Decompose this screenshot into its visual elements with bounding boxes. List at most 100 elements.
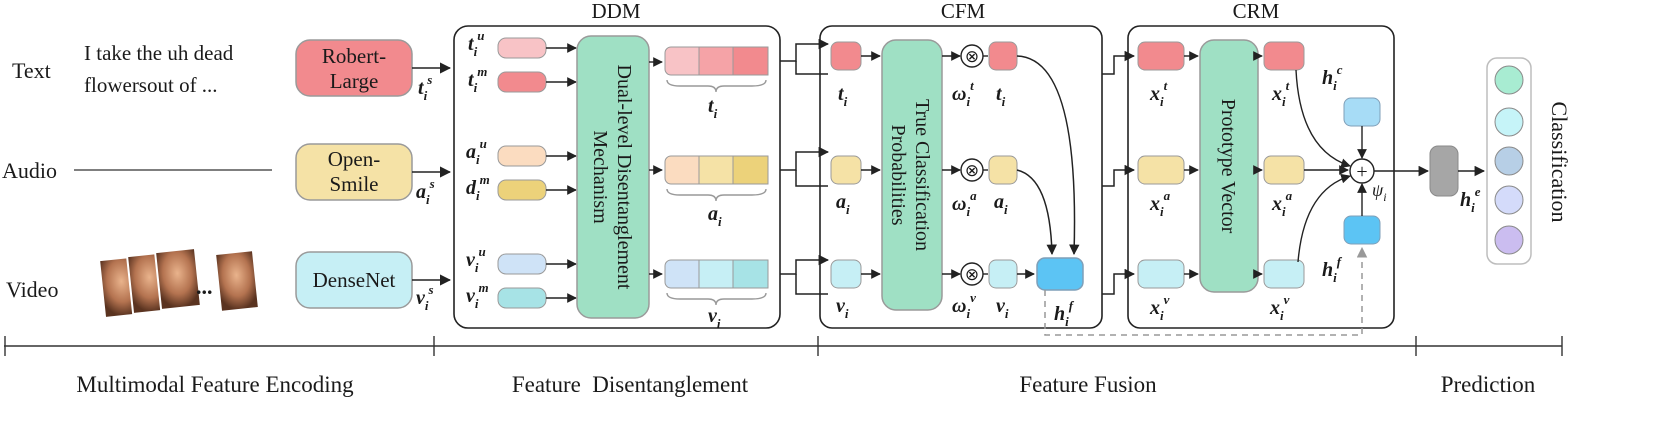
crm-xa-input-pill bbox=[1137, 155, 1185, 185]
hf-symbol: hif bbox=[1054, 298, 1075, 329]
hc-symbol: hic bbox=[1322, 62, 1343, 93]
fused-feature-hf bbox=[1036, 257, 1084, 291]
crm-block-label: Prototype Vector bbox=[1217, 99, 1239, 234]
svg-text:⊗: ⊗ bbox=[965, 161, 979, 180]
cfm-a-input-pill bbox=[830, 155, 862, 185]
ddm-a-output-symbol: ai bbox=[708, 203, 722, 229]
classification-label: Classification bbox=[1547, 102, 1572, 223]
ddm-block-label-line2: Mechanism bbox=[589, 130, 611, 224]
video-ellipsis: ... bbox=[196, 274, 213, 299]
stage-label-fusion: Feature Fusion bbox=[1019, 372, 1157, 397]
class-1-node bbox=[1494, 65, 1524, 95]
dm-symbol: dim bbox=[466, 172, 490, 203]
tm-symbol: tim bbox=[468, 64, 487, 95]
svg-text:⊗: ⊗ bbox=[965, 265, 979, 284]
crm-xv-output-pill bbox=[1263, 259, 1305, 289]
roberta-label-line1: Robert- bbox=[322, 44, 386, 68]
crm-hc-pill bbox=[1343, 97, 1381, 127]
crm-xt-input-pill bbox=[1137, 41, 1185, 71]
text-sample-line2: flowersout of ... bbox=[84, 73, 218, 97]
cfm-weighted-a-symbol: ai bbox=[994, 191, 1008, 217]
au-symbol: aiu bbox=[466, 136, 487, 167]
tu-symbol: tiu bbox=[468, 28, 484, 59]
omega-t-symbol: ωit bbox=[952, 78, 974, 109]
cfm-v-input-pill bbox=[830, 259, 862, 289]
as-symbol: ais bbox=[416, 176, 435, 207]
audio-waveform-icon bbox=[74, 129, 272, 211]
stage-label-encoding: Multimodal Feature Encoding bbox=[76, 372, 354, 397]
vu-symbol: viu bbox=[466, 244, 486, 275]
class-2-node bbox=[1494, 107, 1524, 137]
ddm-v-output-symbol: vi bbox=[708, 305, 721, 331]
crm-xt-symbol: xit bbox=[1149, 78, 1168, 109]
cfm-weighted-a-pill bbox=[988, 155, 1018, 185]
ddm-mechanism-block bbox=[576, 35, 650, 319]
he-symbol: hie bbox=[1460, 184, 1481, 215]
cfm-classification-block bbox=[881, 39, 943, 311]
cfm-a-symbol: ai bbox=[836, 191, 850, 217]
t-concat-feature bbox=[664, 46, 769, 76]
roberta-label-line2: Large bbox=[330, 69, 379, 93]
densenet-label: DenseNet bbox=[313, 268, 396, 292]
crm-xa-symbol: xia bbox=[1149, 188, 1171, 219]
vm-feature-pill bbox=[497, 287, 547, 309]
crm-xv-out-symbol: xiv bbox=[1269, 292, 1290, 323]
psi-symbol: ψi bbox=[1372, 180, 1387, 204]
text-modality-label: Text bbox=[12, 58, 51, 83]
ts-symbol: tis bbox=[418, 72, 432, 103]
cfm-v-multiply-operator: ⊗ bbox=[960, 262, 984, 286]
vu-feature-pill bbox=[497, 253, 547, 275]
crm-title: CRM bbox=[1233, 0, 1280, 23]
ddm-title: DDM bbox=[591, 0, 640, 23]
opensmile-label-line1: Open- bbox=[328, 147, 380, 171]
opensmile-label-line2: Smile bbox=[329, 172, 378, 196]
cfm-t-symbol: ti bbox=[838, 83, 848, 109]
svg-text:⊗: ⊗ bbox=[965, 47, 979, 66]
tm-feature-pill bbox=[497, 71, 547, 93]
omega-v-symbol: ωiv bbox=[952, 290, 976, 321]
cfm-a-multiply-operator: ⊗ bbox=[960, 158, 984, 182]
audio-modality-label: Audio bbox=[2, 158, 57, 183]
crm-xv-input-pill bbox=[1137, 259, 1185, 289]
crm-xt-out-symbol: xit bbox=[1271, 78, 1290, 109]
crm-xt-output-pill bbox=[1263, 41, 1305, 71]
cfm-module-frame bbox=[819, 25, 1103, 329]
class-5-node bbox=[1494, 225, 1524, 255]
crm-xv-symbol: xiv bbox=[1149, 292, 1170, 323]
class-3-node bbox=[1494, 146, 1524, 176]
ddm-block-label-line1: Dual-level Disentanglement bbox=[613, 65, 635, 290]
he-embedding-pill bbox=[1429, 145, 1459, 197]
crm-xa-out-symbol: xia bbox=[1271, 188, 1293, 219]
cfm-weighted-t-symbol: ti bbox=[996, 83, 1006, 109]
crm-module-frame bbox=[1127, 25, 1395, 329]
vs-symbol: vis bbox=[416, 282, 434, 313]
crm-hf-symbol: hif bbox=[1322, 254, 1343, 285]
stage-label-prediction: Prediction bbox=[1441, 372, 1536, 397]
ddm-module-frame bbox=[453, 25, 781, 329]
dm-feature-pill bbox=[497, 179, 547, 201]
cfm-weighted-v-symbol: vi bbox=[996, 295, 1009, 321]
video-modality-label: Video bbox=[6, 277, 58, 302]
ddm-t-output-symbol: ti bbox=[708, 95, 718, 121]
cfm-t-multiply-operator: ⊗ bbox=[960, 44, 984, 68]
text-sample-line1: I take the uh dead bbox=[84, 41, 234, 65]
crm-hf-pill bbox=[1343, 215, 1381, 245]
crm-xa-output-pill bbox=[1263, 155, 1305, 185]
video-frames-icon bbox=[97, 246, 261, 320]
v-concat-feature bbox=[664, 259, 769, 289]
cfm-block-label-line2: Probabilities bbox=[887, 124, 909, 225]
crm-sum-operator: + bbox=[1349, 158, 1375, 184]
cfm-v-symbol: vi bbox=[836, 295, 849, 321]
a-concat-feature bbox=[664, 155, 769, 185]
cfm-weighted-v-pill bbox=[988, 259, 1018, 289]
cfm-weighted-t-pill bbox=[988, 41, 1018, 71]
vm-symbol: vim bbox=[466, 280, 489, 311]
cfm-t-input-pill bbox=[830, 41, 862, 71]
cfm-title: CFM bbox=[941, 0, 986, 23]
omega-a-symbol: ωia bbox=[952, 188, 977, 219]
svg-text:+: + bbox=[1356, 161, 1367, 183]
class-4-node bbox=[1494, 185, 1524, 215]
stage-label-disentanglement: Feature Disentanglement bbox=[512, 372, 749, 397]
cfm-block-label-line1: True Classification bbox=[911, 99, 933, 251]
